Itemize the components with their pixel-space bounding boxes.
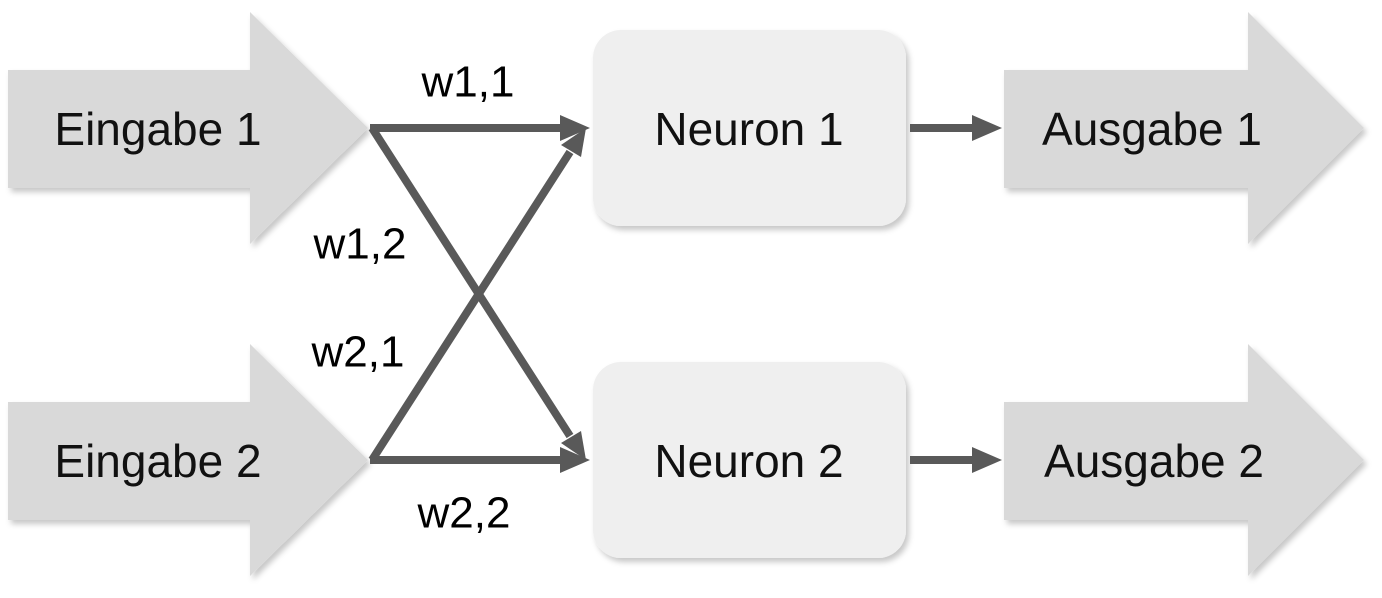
- output-arrow-2: Ausgabe 2: [1004, 344, 1364, 576]
- output-arrow-1: Ausgabe 1: [1004, 12, 1364, 244]
- neuron-box-2: Neuron 2: [593, 362, 906, 558]
- input-arrow-2: Eingabe 2: [8, 344, 368, 576]
- connection-neuron1-output: [910, 115, 1002, 141]
- weight-label-w22: w2,2: [417, 489, 511, 538]
- weight-label-w12: w1,2: [313, 220, 407, 269]
- neuron-box-1: Neuron 1: [593, 30, 906, 226]
- weight-label-w11: w1,1: [421, 58, 515, 107]
- connection-neuron2-output: [910, 447, 1002, 473]
- neuron-label-1: Neuron 1: [654, 103, 843, 155]
- output-label-2: Ausgabe 2: [1044, 435, 1264, 487]
- input-label-2: Eingabe 2: [54, 435, 261, 487]
- weight-label-w21: w2,1: [311, 328, 405, 377]
- input-label-1: Eingabe 1: [54, 103, 261, 155]
- output-label-1: Ausgabe 1: [1042, 103, 1262, 155]
- connection-w12: [368, 125, 586, 460]
- connection-w22: [370, 447, 590, 473]
- neuron-label-2: Neuron 2: [654, 435, 843, 487]
- input-arrow-1: Eingabe 1: [8, 12, 368, 244]
- connection-w21: [368, 128, 586, 463]
- connection-w11: [370, 115, 590, 141]
